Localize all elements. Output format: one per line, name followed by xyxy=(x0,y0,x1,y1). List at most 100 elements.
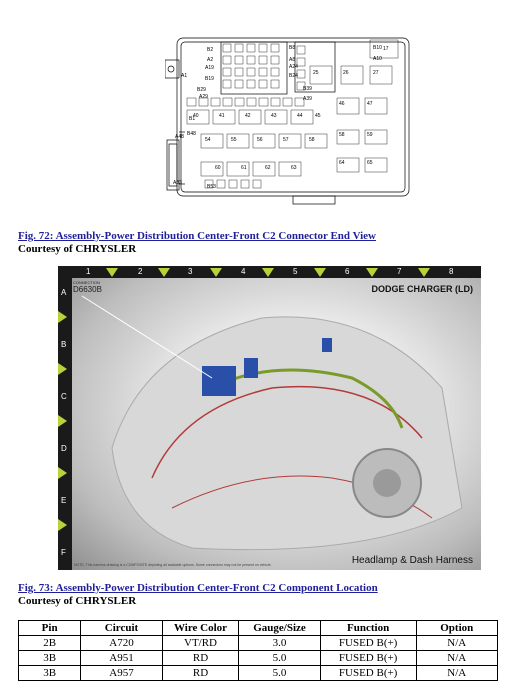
cell-pin: 3B xyxy=(17,665,82,681)
figure-72-caption[interactable]: Fig. 72: Assembly-Power Distribution Cen… xyxy=(18,230,376,242)
figure-73-courtesy: Courtesy of CHRYSLER xyxy=(18,595,137,607)
svg-text:58: 58 xyxy=(339,132,345,138)
composite-note: NOTE: This harness drawing is a COMPOSIT… xyxy=(74,563,272,567)
svg-text:A2: A2 xyxy=(207,57,213,63)
grid-col-6: 6 xyxy=(345,267,350,276)
svg-text:65: 65 xyxy=(367,160,373,166)
grid-marker-icon xyxy=(58,519,67,531)
component-location-image: CONNECTION D6630B 1 2 3 4 5 6 7 8 A B C … xyxy=(58,266,481,570)
cell-gauge: 5.0 xyxy=(238,650,321,666)
grid-marker-icon xyxy=(106,268,118,277)
svg-text:B24: B24 xyxy=(289,73,298,79)
grid-marker-icon xyxy=(366,268,378,277)
svg-text:59: 59 xyxy=(367,132,373,138)
svg-text:47: 47 xyxy=(367,101,373,107)
cell-option: N/A xyxy=(415,650,499,666)
svg-text:A29: A29 xyxy=(199,94,208,100)
svg-text:26: 26 xyxy=(343,70,349,76)
svg-text:B19: B19 xyxy=(205,76,214,82)
grid-col-8: 8 xyxy=(449,267,454,276)
cell-function: FUSED B(+) xyxy=(319,650,417,666)
grid-col-7: 7 xyxy=(397,267,402,276)
vehicle-title: DODGE CHARGER (LD) xyxy=(371,284,474,294)
svg-text:25: 25 xyxy=(313,70,319,76)
svg-text:58: 58 xyxy=(309,137,315,143)
svg-text:A48: A48 xyxy=(175,134,184,140)
grid-marker-icon xyxy=(262,268,274,277)
svg-text:B39: B39 xyxy=(303,86,312,92)
grid-col-1: 1 xyxy=(86,267,91,276)
svg-text:B48: B48 xyxy=(187,131,196,137)
svg-text:B29: B29 xyxy=(197,87,206,93)
svg-text:40: 40 xyxy=(193,113,199,119)
svg-text:44: 44 xyxy=(297,113,303,119)
svg-text:61: 61 xyxy=(241,165,247,171)
svg-text:B53: B53 xyxy=(207,184,216,190)
grid-row-C: C xyxy=(61,392,67,401)
svg-text:B2: B2 xyxy=(207,47,213,53)
header-circuit: Circuit xyxy=(80,620,163,636)
svg-text:41: 41 xyxy=(219,113,225,119)
figure-72-caption-block: Fig. 72: Assembly-Power Distribution Cen… xyxy=(18,230,376,256)
table-header-row: Pin Circuit Wire Color Gauge/Size Functi… xyxy=(17,620,499,636)
svg-text:42: 42 xyxy=(245,113,251,119)
cell-function: FUSED B(+) xyxy=(319,635,417,651)
svg-text:B1: B1 xyxy=(189,116,195,122)
svg-text:A10: A10 xyxy=(373,56,382,62)
figure-73-caption[interactable]: Fig. 73: Assembly-Power Distribution Cen… xyxy=(18,582,378,594)
cell-wire-color: RD xyxy=(161,665,240,681)
grid-marker-icon xyxy=(58,415,67,427)
header-gauge: Gauge/Size xyxy=(238,620,321,636)
svg-text:62: 62 xyxy=(265,165,271,171)
harness-title: Headlamp & Dash Harness xyxy=(351,555,473,566)
svg-text:55: 55 xyxy=(231,137,237,143)
cell-circuit: A720 xyxy=(80,635,163,651)
cell-pin: 3B xyxy=(17,650,82,666)
grid-marker-icon xyxy=(58,467,67,479)
svg-text:B10: B10 xyxy=(373,45,382,51)
svg-text:45: 45 xyxy=(315,113,321,119)
vehicle-render xyxy=(72,278,481,570)
svg-text:60: 60 xyxy=(215,165,221,171)
table-row: 3B A951 RD 5.0 FUSED B(+) N/A xyxy=(17,650,499,666)
header-pin: Pin xyxy=(17,620,82,636)
connection-label: CONNECTION xyxy=(73,280,100,285)
connection-callout: CONNECTION D6630B xyxy=(73,280,102,294)
svg-text:A1: A1 xyxy=(181,73,187,79)
cell-circuit: A951 xyxy=(80,650,163,666)
cell-circuit: A957 xyxy=(80,665,163,681)
cell-wire-color: VT/RD xyxy=(161,635,240,651)
grid-marker-icon xyxy=(158,268,170,277)
grid-row-D: D xyxy=(61,444,67,453)
table-row: 2B A720 VT/RD 3.0 FUSED B(+) N/A xyxy=(17,635,499,651)
figure-72-courtesy: Courtesy of CHRYSLER xyxy=(18,243,137,255)
grid-marker-icon xyxy=(58,363,67,375)
svg-text:63: 63 xyxy=(291,165,297,171)
svg-text:A24: A24 xyxy=(289,64,298,70)
grid-marker-icon xyxy=(58,311,67,323)
svg-text:A39: A39 xyxy=(303,96,312,102)
cell-gauge: 3.0 xyxy=(238,635,321,651)
header-option: Option xyxy=(415,620,499,636)
svg-text:46: 46 xyxy=(339,101,345,107)
svg-text:A19: A19 xyxy=(205,65,214,71)
grid-marker-icon xyxy=(314,268,326,277)
grid-col-5: 5 xyxy=(293,267,298,276)
svg-text:27: 27 xyxy=(373,70,379,76)
cell-gauge: 5.0 xyxy=(238,665,321,681)
svg-text:57: 57 xyxy=(283,137,289,143)
figure-73-caption-block: Fig. 73: Assembly-Power Distribution Cen… xyxy=(18,582,378,608)
grid-row-B: B xyxy=(61,340,67,349)
svg-text:64: 64 xyxy=(339,160,345,166)
cell-function: FUSED B(+) xyxy=(319,665,417,681)
grid-marker-icon xyxy=(210,268,222,277)
grid-marker-icon xyxy=(418,268,430,277)
svg-text:A33: A33 xyxy=(173,180,182,186)
pin-table: Pin Circuit Wire Color Gauge/Size Functi… xyxy=(17,620,499,681)
svg-text:43: 43 xyxy=(271,113,277,119)
cell-wire-color: RD xyxy=(161,650,240,666)
cell-option: N/A xyxy=(415,665,499,681)
header-function: Function xyxy=(319,620,417,636)
cell-pin: 2B xyxy=(17,635,82,651)
